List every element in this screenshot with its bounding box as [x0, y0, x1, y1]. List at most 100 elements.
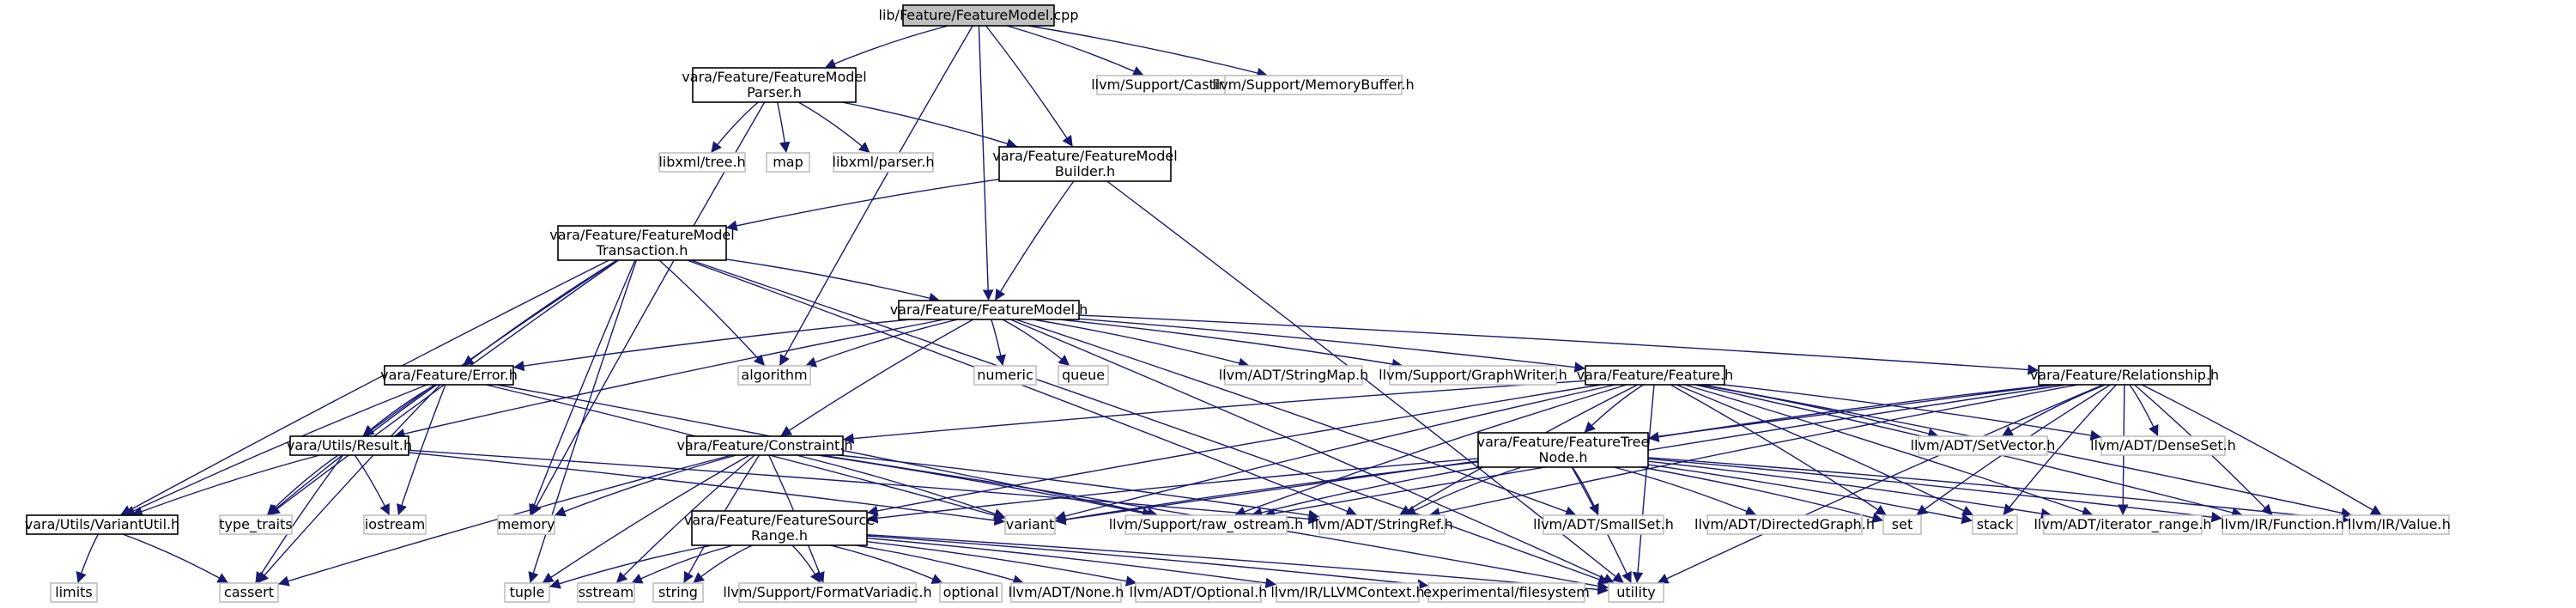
edge-relationship-to-setvector	[2001, 384, 2106, 437]
edge-fmtrans-to-typetraits	[268, 259, 620, 516]
node-label-feature-0: vara/Feature/Feature.h	[1577, 367, 1734, 383]
node-root[interactable]: lib/Feature/FeatureModel.cpp	[879, 4, 1079, 27]
edge-constraint-to-tuple	[542, 454, 750, 584]
node-llvmcontext: llvm/IR/LLVMContext.h	[1270, 582, 1425, 603]
node-directedgraph: llvm/ADT/DirectedGraph.h	[1694, 514, 1875, 535]
edge-feature-to-rawostream	[1233, 384, 1627, 517]
node-label-tuple-0: tuple	[510, 584, 545, 600]
node-fmh[interactable]: vara/Feature/FeatureModel.h	[890, 300, 1088, 320]
node-label-rawostream-0: llvm/Support/raw_ostream.h	[1109, 516, 1304, 533]
edge-result-to-variantutil	[131, 454, 320, 517]
node-label-typetraits-0: type_traits	[219, 516, 292, 533]
node-constraint[interactable]: vara/Feature/Constraint.h	[676, 435, 853, 456]
node-label-relationship-0: vara/Feature/Relationship.h	[2030, 367, 2219, 383]
edge-feature-to-constraint	[842, 380, 1586, 444]
node-box-relationship	[2038, 365, 2211, 386]
node-label-set-0: set	[1892, 516, 1912, 532]
node-box-tuple	[504, 582, 550, 603]
node-label-irvalue-0: llvm/IR/Value.h	[2348, 516, 2451, 532]
node-box-iostream	[363, 514, 427, 535]
edge-fmh-to-error	[512, 319, 912, 372]
edge-constraint-to-memory	[554, 454, 736, 517]
edge-feature-to-utility	[1632, 384, 1655, 584]
edge-fsrange-to-adtoptional	[866, 541, 1137, 587]
edge-error-to-variantutil	[124, 384, 427, 516]
node-stack: stack	[1972, 514, 2018, 535]
node-label-formatvariadic-0: llvm/Support/FormatVariadic.h	[723, 584, 931, 600]
node-label-iterrange-0: llvm/ADT/iterator_range.h	[2034, 516, 2211, 533]
edge-relationship-to-irvalue	[2141, 384, 2383, 516]
node-label-result-0: vara/Utils/Result.h	[287, 437, 412, 453]
node-label-fmh-0: vara/Feature/FeatureModel.h	[890, 301, 1088, 318]
edge-error-to-result	[362, 384, 436, 437]
node-box-fmh	[898, 300, 1080, 320]
edge-ftnode-to-set	[1640, 466, 1884, 524]
edge-root-to-fmparser	[824, 25, 949, 69]
node-box-optional	[939, 582, 1003, 603]
node-string: string	[652, 582, 704, 603]
node-label-error-0: vara/Feature/Error.h	[380, 367, 518, 383]
edge-relationship-to-stringref	[1428, 384, 2078, 519]
edge-ftnode-to-stringref	[1404, 466, 1522, 516]
node-label-denseset-0: llvm/ADT/DenseSet.h	[2090, 437, 2236, 453]
node-label-queue-0: queue	[1062, 367, 1105, 383]
nodes-layer: lib/Feature/FeatureModel.cpp vara/Feature…	[25, 4, 2451, 603]
node-relationship[interactable]: vara/Feature/Relationship.h	[2030, 365, 2219, 386]
edge-feature-to-fsrange	[866, 384, 1602, 517]
edge-fsrange-to-optional	[830, 544, 943, 584]
node-label-stringmap-0: llvm/ADT/StringMap.h	[1219, 367, 1369, 383]
node-box-variantutil	[26, 514, 179, 535]
node-rawostream: llvm/Support/raw_ostream.h	[1109, 514, 1304, 535]
node-box-numeric	[973, 365, 1037, 386]
node-box-denseset	[2100, 435, 2226, 456]
node-sstream: sstream	[577, 582, 635, 603]
node-optional: optional	[939, 582, 1003, 603]
edge-ftnode-to-smallset	[1572, 466, 1599, 516]
edge-fmbuilder-to-fmtrans	[725, 179, 1000, 232]
node-box-set	[1882, 514, 1922, 535]
node-label-fmparser-1: Parser.h	[747, 84, 802, 100]
edge-result-to-stringref	[408, 449, 1320, 525]
edge-relationship-to-denseset	[2129, 384, 2159, 437]
node-box-stack	[1972, 514, 2018, 535]
node-label-fmbuilder-0: vara/Feature/FeatureModel	[992, 148, 1177, 164]
node-label-adtoptional-0: llvm/ADT/Optional.h	[1130, 584, 1268, 600]
node-box-directedgraph	[1706, 514, 1863, 535]
node-membuf: llvm/Support/MemoryBuffer.h	[1212, 75, 1415, 95]
edge-feature-to-setvector	[1699, 384, 1939, 439]
edge-fmh-to-utility	[1009, 319, 1615, 584]
node-box-fmtrans	[557, 225, 727, 261]
node-queue: queue	[1058, 365, 1109, 386]
node-result[interactable]: vara/Utils/Result.h	[287, 435, 412, 456]
edge-fmh-to-numeric	[991, 319, 1006, 367]
node-variant: variant	[1004, 514, 1056, 535]
edge-root-to-membuf	[1027, 25, 1269, 79]
node-label-graphwriter-0: llvm/Support/GraphWriter.h	[1379, 367, 1567, 383]
node-label-optional-0: optional	[943, 584, 999, 600]
edge-fmtrans-to-result	[362, 259, 618, 437]
node-label-variant-0: variant	[1006, 516, 1055, 532]
node-error[interactable]: vara/Feature/Error.h	[380, 365, 518, 386]
node-label-utility-0: utility	[1616, 584, 1656, 600]
node-adtoptional: llvm/ADT/Optional.h	[1130, 582, 1268, 603]
node-label-map-0: map	[773, 154, 803, 170]
edge-fsrange-to-string	[692, 544, 753, 584]
edge-relationship-to-rawostream	[1264, 384, 2067, 520]
edge-fmh-to-stringmap	[1033, 319, 1250, 368]
node-label-ftnode-0: vara/Feature/FeatureTree	[1477, 434, 1650, 450]
node-label-libxmltree-0: libxml/tree.h	[658, 154, 745, 170]
node-box-graphwriter	[1389, 365, 1557, 386]
edge-ftnode-to-directedgraph	[1614, 466, 1757, 517]
node-variantutil[interactable]: vara/Utils/VariantUtil.h	[25, 514, 180, 535]
node-feature[interactable]: vara/Feature/Feature.h	[1577, 365, 1734, 386]
node-libxmltree: libxml/tree.h	[658, 152, 746, 173]
node-irvalue: llvm/IR/Value.h	[2348, 514, 2451, 535]
edge-root-to-fmbuilder	[985, 25, 1074, 148]
node-box-libxmlparser	[833, 152, 934, 173]
edge-root-to-algorithm	[779, 25, 973, 367]
